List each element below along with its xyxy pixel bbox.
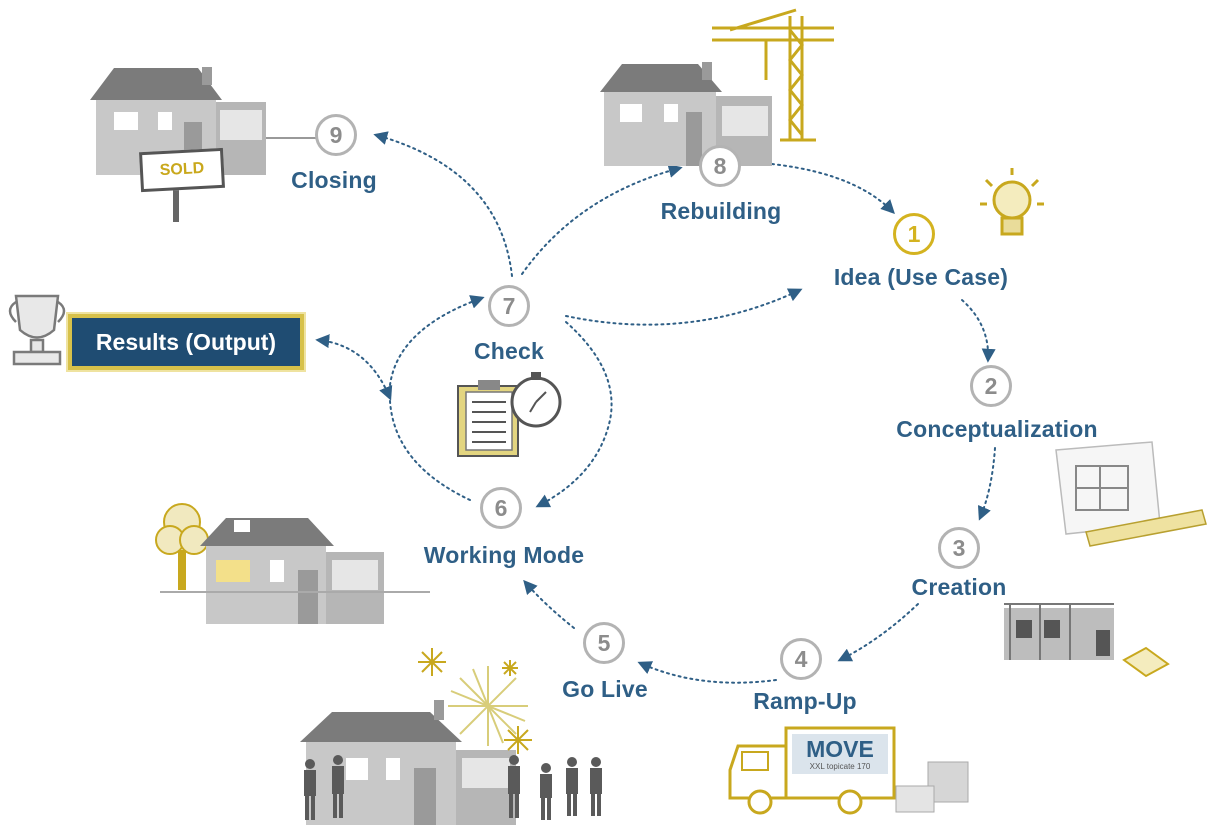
step-label-closing: Closing [291, 167, 377, 193]
arrow-7-to-8 [521, 164, 683, 275]
arrow-7-to-1 [565, 288, 803, 326]
clipboard-icon [457, 380, 519, 457]
blueprint-icon [1055, 441, 1207, 547]
construction-icon [1004, 603, 1170, 678]
house-icon [600, 62, 772, 166]
moving-truck-icon [728, 726, 969, 815]
step-label-creation: Creation [911, 574, 1007, 600]
house-icon [200, 518, 384, 624]
arrow-4-to-5 [637, 661, 777, 684]
step-label-go-live: Go Live [562, 676, 648, 702]
step-label-rebuilding: Rebuilding [660, 198, 782, 224]
step-number-6: 6 [480, 487, 522, 529]
step-number-7: 7 [488, 285, 530, 327]
arrow-3-to-4 [837, 603, 919, 662]
step-label-check: Check [473, 338, 545, 364]
truck-sign: MOVE XXL topicate 170 [792, 736, 888, 772]
sold-sign: SOLD [139, 147, 225, 193]
arrow-2-to-3 [977, 447, 996, 521]
lightbulb-icon [980, 168, 1044, 236]
results-output-box: Results (Output) [68, 314, 304, 370]
house-icon [300, 700, 516, 825]
step-number-8: 8 [699, 145, 741, 187]
step-label-idea: Idea (Use Case) [833, 264, 1009, 290]
arrow-results-7 [315, 334, 393, 401]
step-label-conceptualization: Conceptualization [896, 416, 1098, 442]
step-number-5: 5 [583, 622, 625, 664]
step-number-4: 4 [780, 638, 822, 680]
step-number-3: 3 [938, 527, 980, 569]
arrow-5-to-6 [523, 579, 575, 629]
trophy-icon [8, 294, 66, 366]
step-number-1: 1 [893, 213, 935, 255]
step-number-9: 9 [315, 114, 357, 156]
stopwatch-icon [510, 372, 562, 428]
crane-icon [712, 8, 834, 142]
arrow-1-to-2 [961, 299, 996, 363]
arrow-7-to-9 [373, 131, 513, 277]
truck-sign-title: MOVE [806, 736, 874, 762]
tree-icon [155, 503, 209, 590]
step-number-2: 2 [970, 365, 1012, 407]
step-label-ramp-up: Ramp-Up [753, 688, 857, 714]
people-group [304, 755, 602, 820]
fireworks-icon [418, 648, 532, 754]
step-label-working-mode: Working Mode [423, 542, 585, 568]
truck-sign-subtext: XXL topicate 170 [809, 762, 871, 771]
